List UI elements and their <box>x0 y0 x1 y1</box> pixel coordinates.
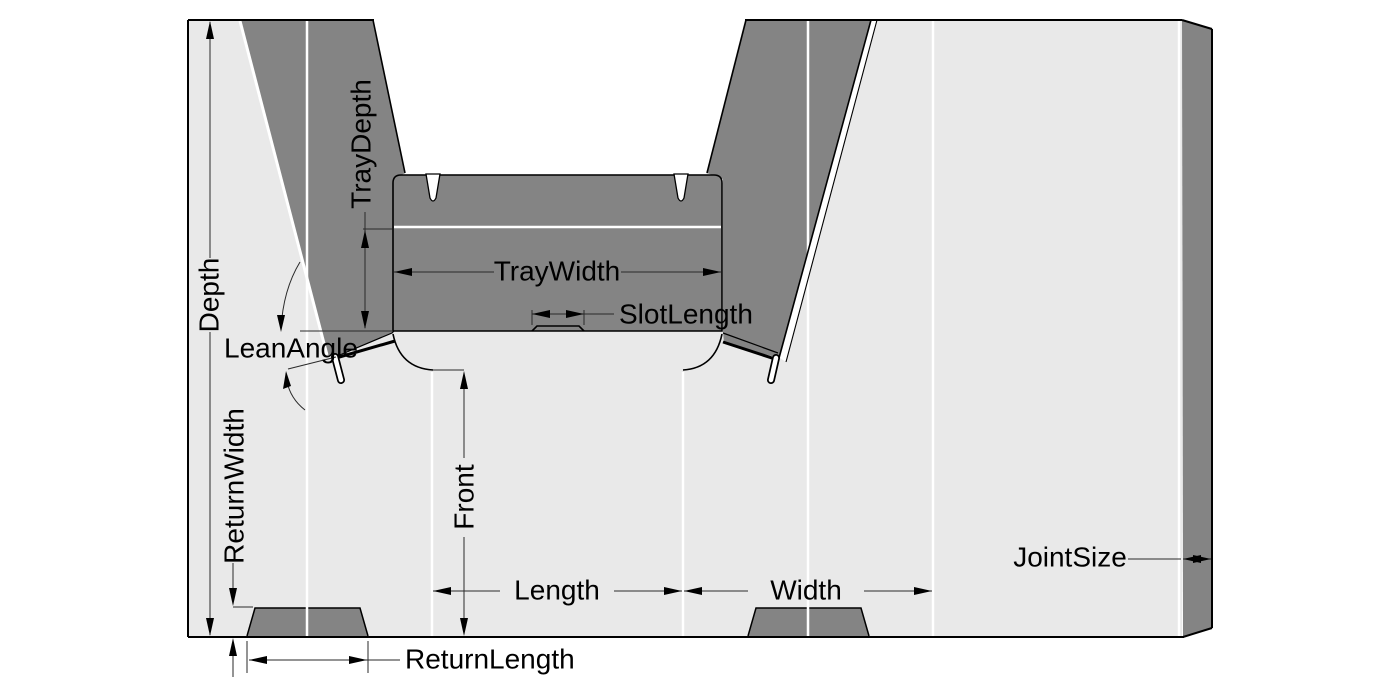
dim-tray-width <box>394 268 721 276</box>
leg-left <box>240 20 405 357</box>
outline-chamfer-top <box>1181 19 1213 30</box>
dimension-label-width: Width <box>770 575 842 606</box>
outline-chamfer-bottom <box>1182 627 1213 638</box>
glue-strip <box>1182 20 1212 637</box>
dimension-label-lean-angle: LeanAngle <box>224 333 358 364</box>
panel-slant-cut-edge <box>785 19 878 363</box>
leg-right-cut-edge-inner <box>706 19 747 174</box>
dimension-label-return-length: ReturnLength <box>405 644 575 675</box>
dim-return-length <box>246 641 400 673</box>
dimension-label-slot-length: SlotLength <box>619 299 753 330</box>
dim-front <box>433 369 468 636</box>
corner-arc-right <box>682 333 723 371</box>
dim-lean-angle <box>277 261 337 411</box>
crease-lines <box>305 21 1181 636</box>
lean-crease-left <box>334 330 395 358</box>
dim-width <box>684 587 932 595</box>
dim-depth <box>206 21 214 636</box>
dim-slot-length <box>531 310 614 325</box>
cutout-side-gap <box>780 19 877 362</box>
tray-panel <box>392 174 723 332</box>
dimension-label-tray-width: TrayWidth <box>494 256 621 287</box>
cutout-top-gap <box>373 19 745 174</box>
dimension-label-length: Length <box>514 575 600 606</box>
lean-slot-right <box>768 355 779 383</box>
cut-outline <box>187 19 1213 638</box>
dimension-label-front: Front <box>449 464 480 530</box>
leg-right <box>707 20 871 358</box>
dim-joint-size <box>1128 555 1211 563</box>
dimension-label-tray-depth: TrayDepth <box>346 79 377 209</box>
dimension-label-depth: Depth <box>194 258 225 333</box>
lean-edge-right <box>722 340 779 362</box>
crease-leg-left-edge <box>238 20 329 356</box>
dim-return-width <box>229 563 253 677</box>
lean-slot-left <box>332 354 344 383</box>
dimension-label-joint-size: JointSize <box>1013 542 1127 573</box>
dim-length <box>433 587 682 595</box>
tray-slit-left <box>425 173 441 202</box>
leg-left-cut-edge <box>372 19 406 174</box>
lean-crease-right <box>722 332 779 354</box>
tray-slit-right <box>673 173 689 202</box>
lean-flap-details <box>331 330 780 384</box>
leg-right-cut-edge-outer <box>778 19 872 359</box>
lean-edge-left <box>335 339 396 360</box>
corner-arc-left <box>392 333 434 371</box>
dim-tray-depth <box>300 212 393 332</box>
dimension-label-return-width: ReturnWidth <box>219 408 250 564</box>
slot-tab <box>531 325 585 332</box>
dimension-labels: Depth TrayDepth TrayWidth SlotLength Lea… <box>194 79 1127 674</box>
dimension-lines <box>206 21 1211 677</box>
